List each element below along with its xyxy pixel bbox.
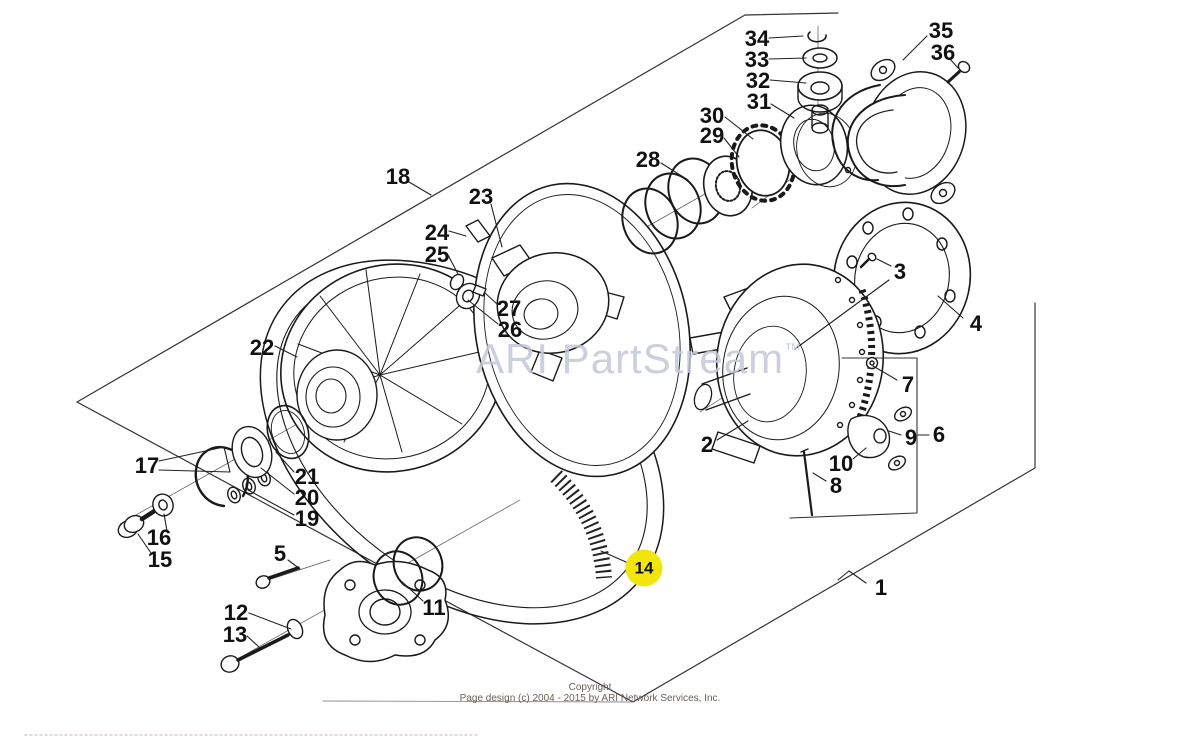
footer: Copyright Page design (c) 2004 - 2015 by… [0,682,1180,704]
callout-20[interactable]: 20 [294,485,320,510]
callout-6[interactable]: 6 [932,422,946,447]
callout17-bracket [223,446,231,473]
snap-clip-34 [807,31,827,43]
callout-19[interactable]: 19 [294,506,320,531]
callout-29[interactable]: 29 [699,123,725,148]
cam-shoe [847,406,913,471]
callout-11[interactable]: 11 [422,595,446,620]
callout-34[interactable]: 34 [744,26,770,51]
callout-35[interactable]: 35 [928,18,954,43]
left-hardware [117,404,310,539]
callout-8[interactable]: 8 [829,473,843,498]
callout-12[interactable]: 12 [223,600,249,625]
callout-9[interactable]: 9 [904,425,918,450]
rod-8 [802,450,814,517]
watermark: ARI PartStream™ [476,335,801,383]
callout-7[interactable]: 7 [901,372,915,397]
washer-25 [449,273,465,291]
belt-ribs [550,470,612,579]
clutch-assembly [689,263,885,517]
housing-shells [831,58,971,205]
nut-7 [865,356,879,370]
callout-32[interactable]: 32 [745,68,771,93]
bolt-13 [220,633,290,673]
callout-16[interactable]: 16 [146,525,172,550]
driven-pulley [280,263,504,473]
callout-25[interactable]: 25 [424,242,450,267]
mounting-plate-assembly [220,536,450,673]
watermark-tm: ™ [784,340,802,359]
callout-31[interactable]: 31 [746,89,772,114]
callout-33[interactable]: 33 [744,47,770,72]
callout-2[interactable]: 2 [700,432,714,457]
callout-27[interactable]: 27 [496,296,522,321]
callout-14[interactable]: 14 [625,549,663,587]
callout-26[interactable]: 26 [497,317,523,342]
boundary-frame [76,12,1036,703]
callout-1[interactable]: 1 [874,575,888,600]
bolt-36 [946,60,971,84]
callout-leader-lines [137,35,964,648]
footer-rule [322,700,634,703]
callout-30[interactable]: 30 [699,103,725,128]
callout-21[interactable]: 21 [294,464,320,489]
bearing-stack [797,31,843,134]
bolt-5 [255,566,300,589]
callout-5[interactable]: 5 [273,541,287,566]
group-bracket-6 [789,357,918,519]
footer-design-credit: Page design (c) 2004 - 2015 by ARI Netwo… [459,693,721,704]
hub-spider [449,219,625,382]
callout-36[interactable]: 36 [930,40,956,65]
footer-copyright: Copyright [568,682,612,693]
washer-33 [802,47,838,69]
washer-12 [286,618,304,640]
callout-28[interactable]: 28 [635,147,661,172]
callout-15[interactable]: 15 [147,547,173,572]
callout-24[interactable]: 24 [424,220,450,245]
spring-11 [372,536,444,606]
screw-3 [859,252,877,269]
callout-3[interactable]: 3 [893,259,907,284]
roller-cage-drum [702,104,858,217]
callout-10[interactable]: 10 [828,451,854,476]
callout-22[interactable]: 22 [249,335,275,360]
pin-24 [465,219,491,243]
callout-13[interactable]: 13 [222,622,248,647]
callout-18[interactable]: 18 [385,164,411,189]
callout-23[interactable]: 23 [468,184,494,209]
watermark-text: ARI PartStream [476,335,785,382]
callout-4[interactable]: 4 [969,311,983,336]
pin-27 [472,284,487,297]
callout-17[interactable]: 17 [134,453,160,478]
